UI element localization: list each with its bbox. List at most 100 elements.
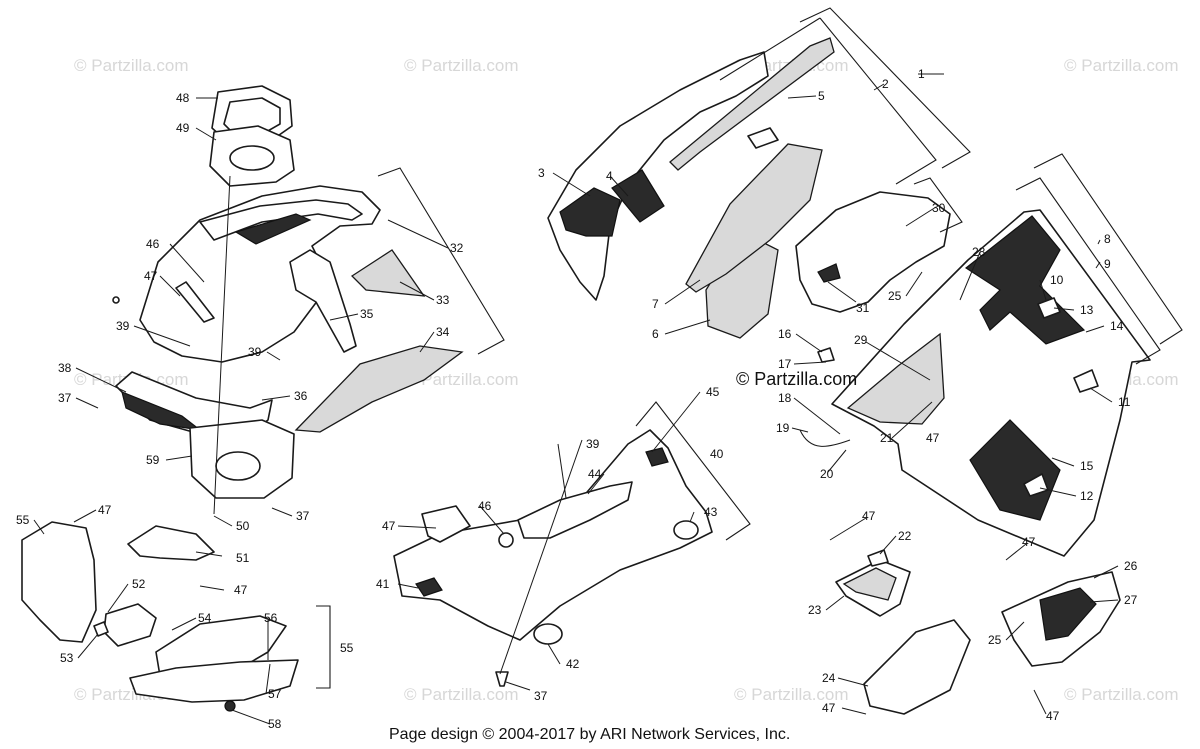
leader [75, 397, 99, 409]
callout-6: 6 [652, 327, 659, 341]
leader [905, 206, 937, 227]
rivet-37 [495, 671, 509, 687]
callout-47c: 47 [98, 503, 112, 517]
callout-37c: 37 [534, 689, 548, 703]
callout-12: 12 [1080, 489, 1094, 503]
bracket-1 [799, 7, 971, 169]
callout-18: 18 [778, 391, 792, 405]
callout-46b: 46 [478, 499, 492, 513]
right-sidepanel-assembly [795, 191, 1151, 715]
callout-47b: 47 [382, 519, 396, 533]
leader [479, 505, 505, 535]
callout-42: 42 [566, 657, 580, 671]
leader [793, 397, 841, 435]
callout-55b: 55 [340, 641, 354, 655]
leader [1039, 487, 1077, 497]
callout-24: 24 [822, 671, 836, 685]
callout-28: 28 [972, 245, 986, 259]
bracket-30 [913, 177, 963, 233]
cable-19 [799, 429, 851, 447]
leader [1089, 387, 1113, 403]
callout-41: 41 [376, 577, 390, 591]
callout-58: 58 [268, 717, 282, 731]
leader [169, 243, 205, 283]
panel-33 [350, 249, 426, 297]
leader [793, 361, 827, 365]
leader [159, 275, 181, 297]
callout-2: 2 [882, 77, 889, 91]
leader [213, 175, 231, 515]
leader [195, 551, 223, 557]
bolt-58 [224, 700, 236, 712]
left-hood-assembly [112, 85, 464, 499]
callout-31: 31 [856, 301, 870, 315]
lower-left-assembly [21, 521, 299, 712]
leader [397, 583, 419, 589]
bracket-55 [316, 605, 331, 689]
callout-10: 10 [1050, 273, 1064, 287]
callout-37: 37 [58, 391, 72, 405]
leader [133, 325, 191, 347]
callout-1: 1 [918, 67, 925, 81]
callout-52: 52 [132, 577, 146, 591]
leader [329, 313, 359, 321]
callout-46: 46 [146, 237, 160, 251]
pad-42 [533, 623, 563, 645]
block-52 [103, 603, 157, 647]
leader [419, 331, 435, 353]
center-watermark: © Partzilla.com [736, 369, 857, 389]
clip-11 [1073, 369, 1099, 393]
leader [841, 707, 867, 715]
callout-40: 40 [710, 447, 724, 461]
leader [689, 511, 695, 523]
leader [1089, 599, 1119, 603]
leader [791, 427, 809, 433]
callout-37b: 37 [296, 509, 310, 523]
callout-47e: 47 [862, 509, 876, 523]
cowl-inner-3 [559, 187, 621, 237]
leader [261, 395, 291, 401]
side-panel-9 [831, 209, 1151, 557]
watermark: © Partzilla.com [404, 370, 519, 389]
leader [1033, 689, 1047, 715]
callout-43: 43 [704, 505, 718, 519]
bracket-44 [517, 481, 633, 539]
leader [165, 455, 193, 461]
leader [73, 509, 97, 523]
callout-34: 34 [436, 325, 450, 339]
bracket-8 [1033, 153, 1183, 345]
grommet-46 [498, 532, 514, 548]
leader [399, 281, 435, 301]
cowl-2 [547, 51, 769, 301]
leader [199, 585, 225, 591]
callout-44: 44 [588, 467, 602, 481]
leader [1005, 543, 1027, 561]
callout-36: 36 [294, 389, 308, 403]
leader [609, 175, 629, 197]
callout-23: 23 [808, 603, 822, 617]
callout-27: 27 [1124, 593, 1138, 607]
leader [1085, 325, 1105, 333]
leader [959, 251, 981, 301]
callout-14: 14 [1110, 319, 1124, 333]
leader [1039, 279, 1047, 301]
callout-22: 22 [898, 529, 912, 543]
callout-45: 45 [706, 385, 720, 399]
leader [1095, 261, 1101, 269]
callout-3: 3 [538, 166, 545, 180]
callout-9: 9 [1104, 257, 1111, 271]
callout-5: 5 [818, 89, 825, 103]
clip-53 [93, 621, 109, 637]
leader [1051, 457, 1075, 467]
leader [271, 507, 293, 517]
callout-49: 49 [176, 121, 190, 135]
leader [387, 219, 449, 249]
callout-13: 13 [1080, 303, 1094, 317]
leader [1097, 239, 1101, 245]
callout-8: 8 [1104, 232, 1111, 246]
graphic-r-lower-9 [969, 419, 1061, 521]
leader [873, 83, 885, 91]
bracket-mesh-23 [842, 567, 897, 601]
callout-30: 30 [932, 201, 946, 215]
callout-17: 17 [778, 357, 792, 371]
